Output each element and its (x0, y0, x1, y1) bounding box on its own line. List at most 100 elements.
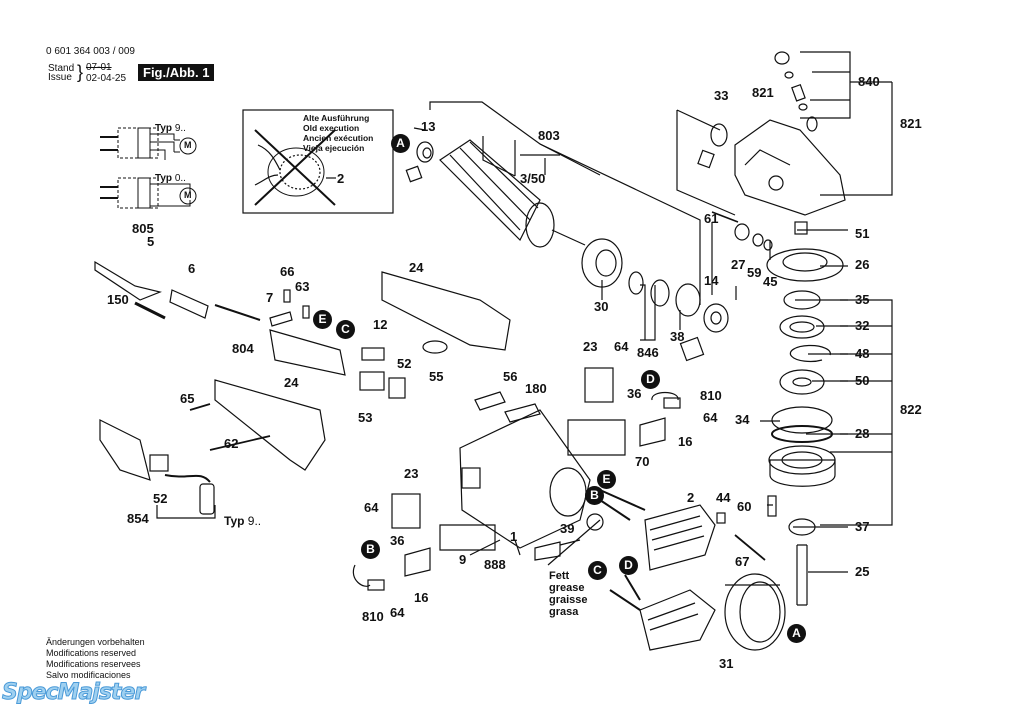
part-label-822: 822 (900, 402, 922, 417)
part-label-33: 33 (714, 88, 729, 103)
connector-a-marker: A (391, 134, 410, 153)
bracket-822 (820, 299, 893, 526)
part-label-16-b: 16 (414, 590, 429, 605)
brush-holder-23b (391, 493, 421, 529)
part-label-24-top: 24 (409, 260, 424, 275)
bracket-840 (800, 51, 851, 119)
part-label-9: 9 (459, 552, 467, 567)
fan-30 (581, 238, 623, 288)
grip-55 (422, 340, 448, 354)
screw-60 (767, 495, 777, 517)
bearing-14 (703, 303, 729, 333)
plate-9 (439, 524, 496, 551)
bearing-35 (783, 290, 821, 310)
part-label-888: 888 (484, 557, 506, 572)
old-execution-de: Alte Ausführung (303, 113, 370, 123)
field-coil-lower (639, 589, 716, 651)
part-label-13: 13 (421, 119, 436, 134)
brush-16a (639, 417, 666, 447)
part-label-846: 846 (637, 345, 659, 360)
connector-d-marker: D (641, 370, 660, 389)
part-label-36-a: 36 (627, 386, 642, 401)
clip-44 (716, 512, 726, 524)
part-label-67: 67 (735, 554, 750, 569)
part-label-23-a: 23 (583, 339, 598, 354)
part-label-66: 66 (280, 264, 295, 279)
ring-34 (771, 406, 833, 434)
part-label-180: 180 (525, 381, 547, 396)
stand-label: Stand (48, 63, 75, 74)
part-label-64-a: 64 (614, 339, 629, 354)
old-execution-frame (242, 109, 394, 214)
part-label-27: 27 (731, 257, 746, 272)
part-label-63: 63 (295, 279, 310, 294)
plug-805 (94, 260, 162, 301)
watermark-logo: SpecMajster (1, 680, 145, 706)
part-label-60: 60 (737, 499, 752, 514)
old-execution-part: 2 (337, 171, 345, 186)
bearing-cap (679, 336, 705, 362)
wiring-typ9-label: Typ 9.. (155, 123, 186, 134)
part-label-16-a: 16 (678, 434, 693, 449)
footer-note-en: Modifications reserved (46, 648, 137, 658)
part-label-12: 12 (373, 317, 388, 332)
connector-b-marker: B (585, 486, 604, 505)
bearing-50 (779, 369, 825, 395)
connector-a-marker-2: A (787, 624, 806, 643)
screw-66 (283, 289, 291, 303)
part-label-35: 35 (855, 292, 870, 307)
part-label-1: 1 (510, 529, 518, 544)
bush-51 (794, 221, 808, 235)
old-execution-en: Old execution (303, 123, 360, 133)
cable-150 (134, 301, 166, 320)
part-label-48: 48 (855, 346, 870, 361)
footer-note-fr: Modifications reservees (46, 659, 141, 669)
part-label-23-b: 23 (404, 466, 419, 481)
part-label-32: 32 (855, 318, 870, 333)
part-label-39: 39 (560, 521, 575, 536)
clamp-7 (269, 311, 293, 327)
switch-assembly-ghost (99, 419, 151, 481)
part-label-804: 804 (232, 341, 254, 356)
circlip-48 (789, 344, 831, 363)
motor-symbol-1: M (184, 140, 192, 150)
part-label-30: 30 (594, 299, 609, 314)
part-label-821-b: 821 (900, 116, 922, 131)
part-label-70: 70 (635, 454, 650, 469)
gear-head-housing (734, 119, 846, 216)
wiring-diagram-typ9 (100, 127, 197, 160)
screw-63 (302, 305, 310, 319)
part-label-805: 805 (132, 221, 154, 236)
part-label-56: 56 (503, 369, 518, 384)
part-label-6: 6 (188, 261, 196, 276)
bearing-flange (769, 459, 836, 487)
part-label-61: 61 (704, 211, 719, 226)
capacitor-854 (199, 483, 215, 515)
old-execution-es: Vieja ejecución (303, 143, 365, 153)
plate-180 (504, 403, 541, 423)
part-label-62: 62 (224, 436, 239, 451)
part-label-150: 150 (107, 292, 129, 307)
ring-846a (628, 271, 644, 295)
plate-56 (474, 391, 506, 411)
footer-note-de: Änderungen vorbehalten (46, 637, 145, 647)
button-cap (774, 51, 790, 65)
part-label-14: 14 (704, 273, 719, 288)
part-label-840: 840 (858, 74, 880, 89)
handle-24-top (381, 271, 511, 351)
part-label-59: 59 (747, 265, 762, 280)
bearing-33 (710, 123, 728, 147)
coil-ring-31 (724, 573, 786, 651)
gear-26 (766, 248, 844, 282)
sleeve-6 (169, 289, 209, 319)
part-label-52-a: 52 (397, 356, 412, 371)
bracket-350 (482, 136, 601, 177)
part-label-2: 2 (687, 490, 695, 505)
issue-date: 02-04-25 (86, 73, 127, 84)
stand-value-struck: 07-01 (86, 62, 112, 73)
part-label-45: 45 (763, 274, 778, 289)
screw-65 (189, 403, 211, 411)
connector-d-marker-2: D (619, 556, 638, 575)
part-label-24: 24 (284, 375, 299, 390)
